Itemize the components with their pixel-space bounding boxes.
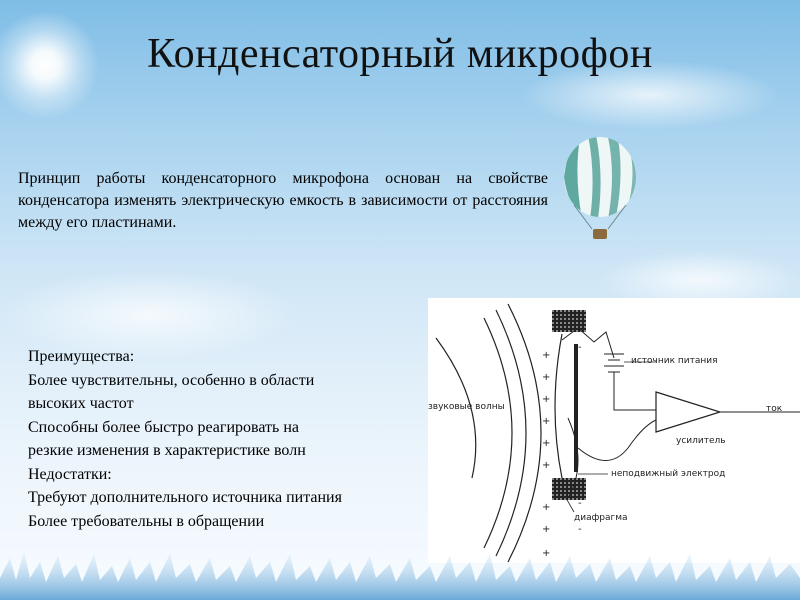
plus-sign: + [542,350,551,361]
advantages-list: Преимущества: Более чувствительны, особе… [28,345,428,533]
plus-sign: + [542,502,551,513]
minus-sign: - [578,498,582,509]
sun-glow [0,10,100,120]
cloud [0,270,300,360]
plus-sign: + [542,416,551,427]
diaphragm-line [554,333,563,479]
label-output-current: ток [766,404,783,414]
fixed-electrode [574,344,578,472]
top-clamp [552,310,586,332]
plus-sign: + [542,460,551,471]
intro-paragraph: Принцип работы конденсаторного микрофона… [18,170,548,231]
advantage-line: Более чувствительны, особенно в области [28,371,315,389]
plus-sign: + [542,524,551,535]
advantage-line: резкие изменения в характеристике волн [28,442,306,459]
plus-sign: + [542,548,551,559]
label-amplifier: усилитель [676,436,726,446]
sound-wave-arcs [435,303,542,563]
advantages-heading: Преимущества: [28,348,135,365]
label-diaphragm: диафрагма [574,513,628,523]
bottom-clamp [552,478,586,500]
minus-sign: - [578,342,582,353]
disadvantages-heading: Недостатки: [28,465,112,483]
advantage-line: Способны более быстро реагировать на [28,418,299,436]
circuit-wires [561,327,657,499]
amplifier-symbol [655,391,723,433]
label-power-source: источник питания [631,356,718,366]
disadvantage-line: Более требовательны в обращении [28,512,265,530]
cloud [520,60,780,130]
plus-sign: + [542,372,551,383]
hot-air-balloon-icon [564,137,636,239]
label-sound-waves: звуковые волны [428,402,505,412]
label-fixed-electrode: неподвижный электрод [611,469,726,479]
grass-decoration [0,552,800,600]
plus-sign: + [542,394,551,405]
microphone-schematic [435,303,800,563]
advantage-line: высоких частот [28,395,134,412]
microphone-diagram: источник питания звуковые волны ток усил… [428,298,800,563]
plus-sign: + [542,438,551,449]
slide-title: Конденсаторный микрофон [147,31,653,77]
leader-lines [565,361,656,513]
disadvantage-line: Требуют дополнительного источника питани… [28,489,342,506]
minus-sign: - [578,524,582,535]
